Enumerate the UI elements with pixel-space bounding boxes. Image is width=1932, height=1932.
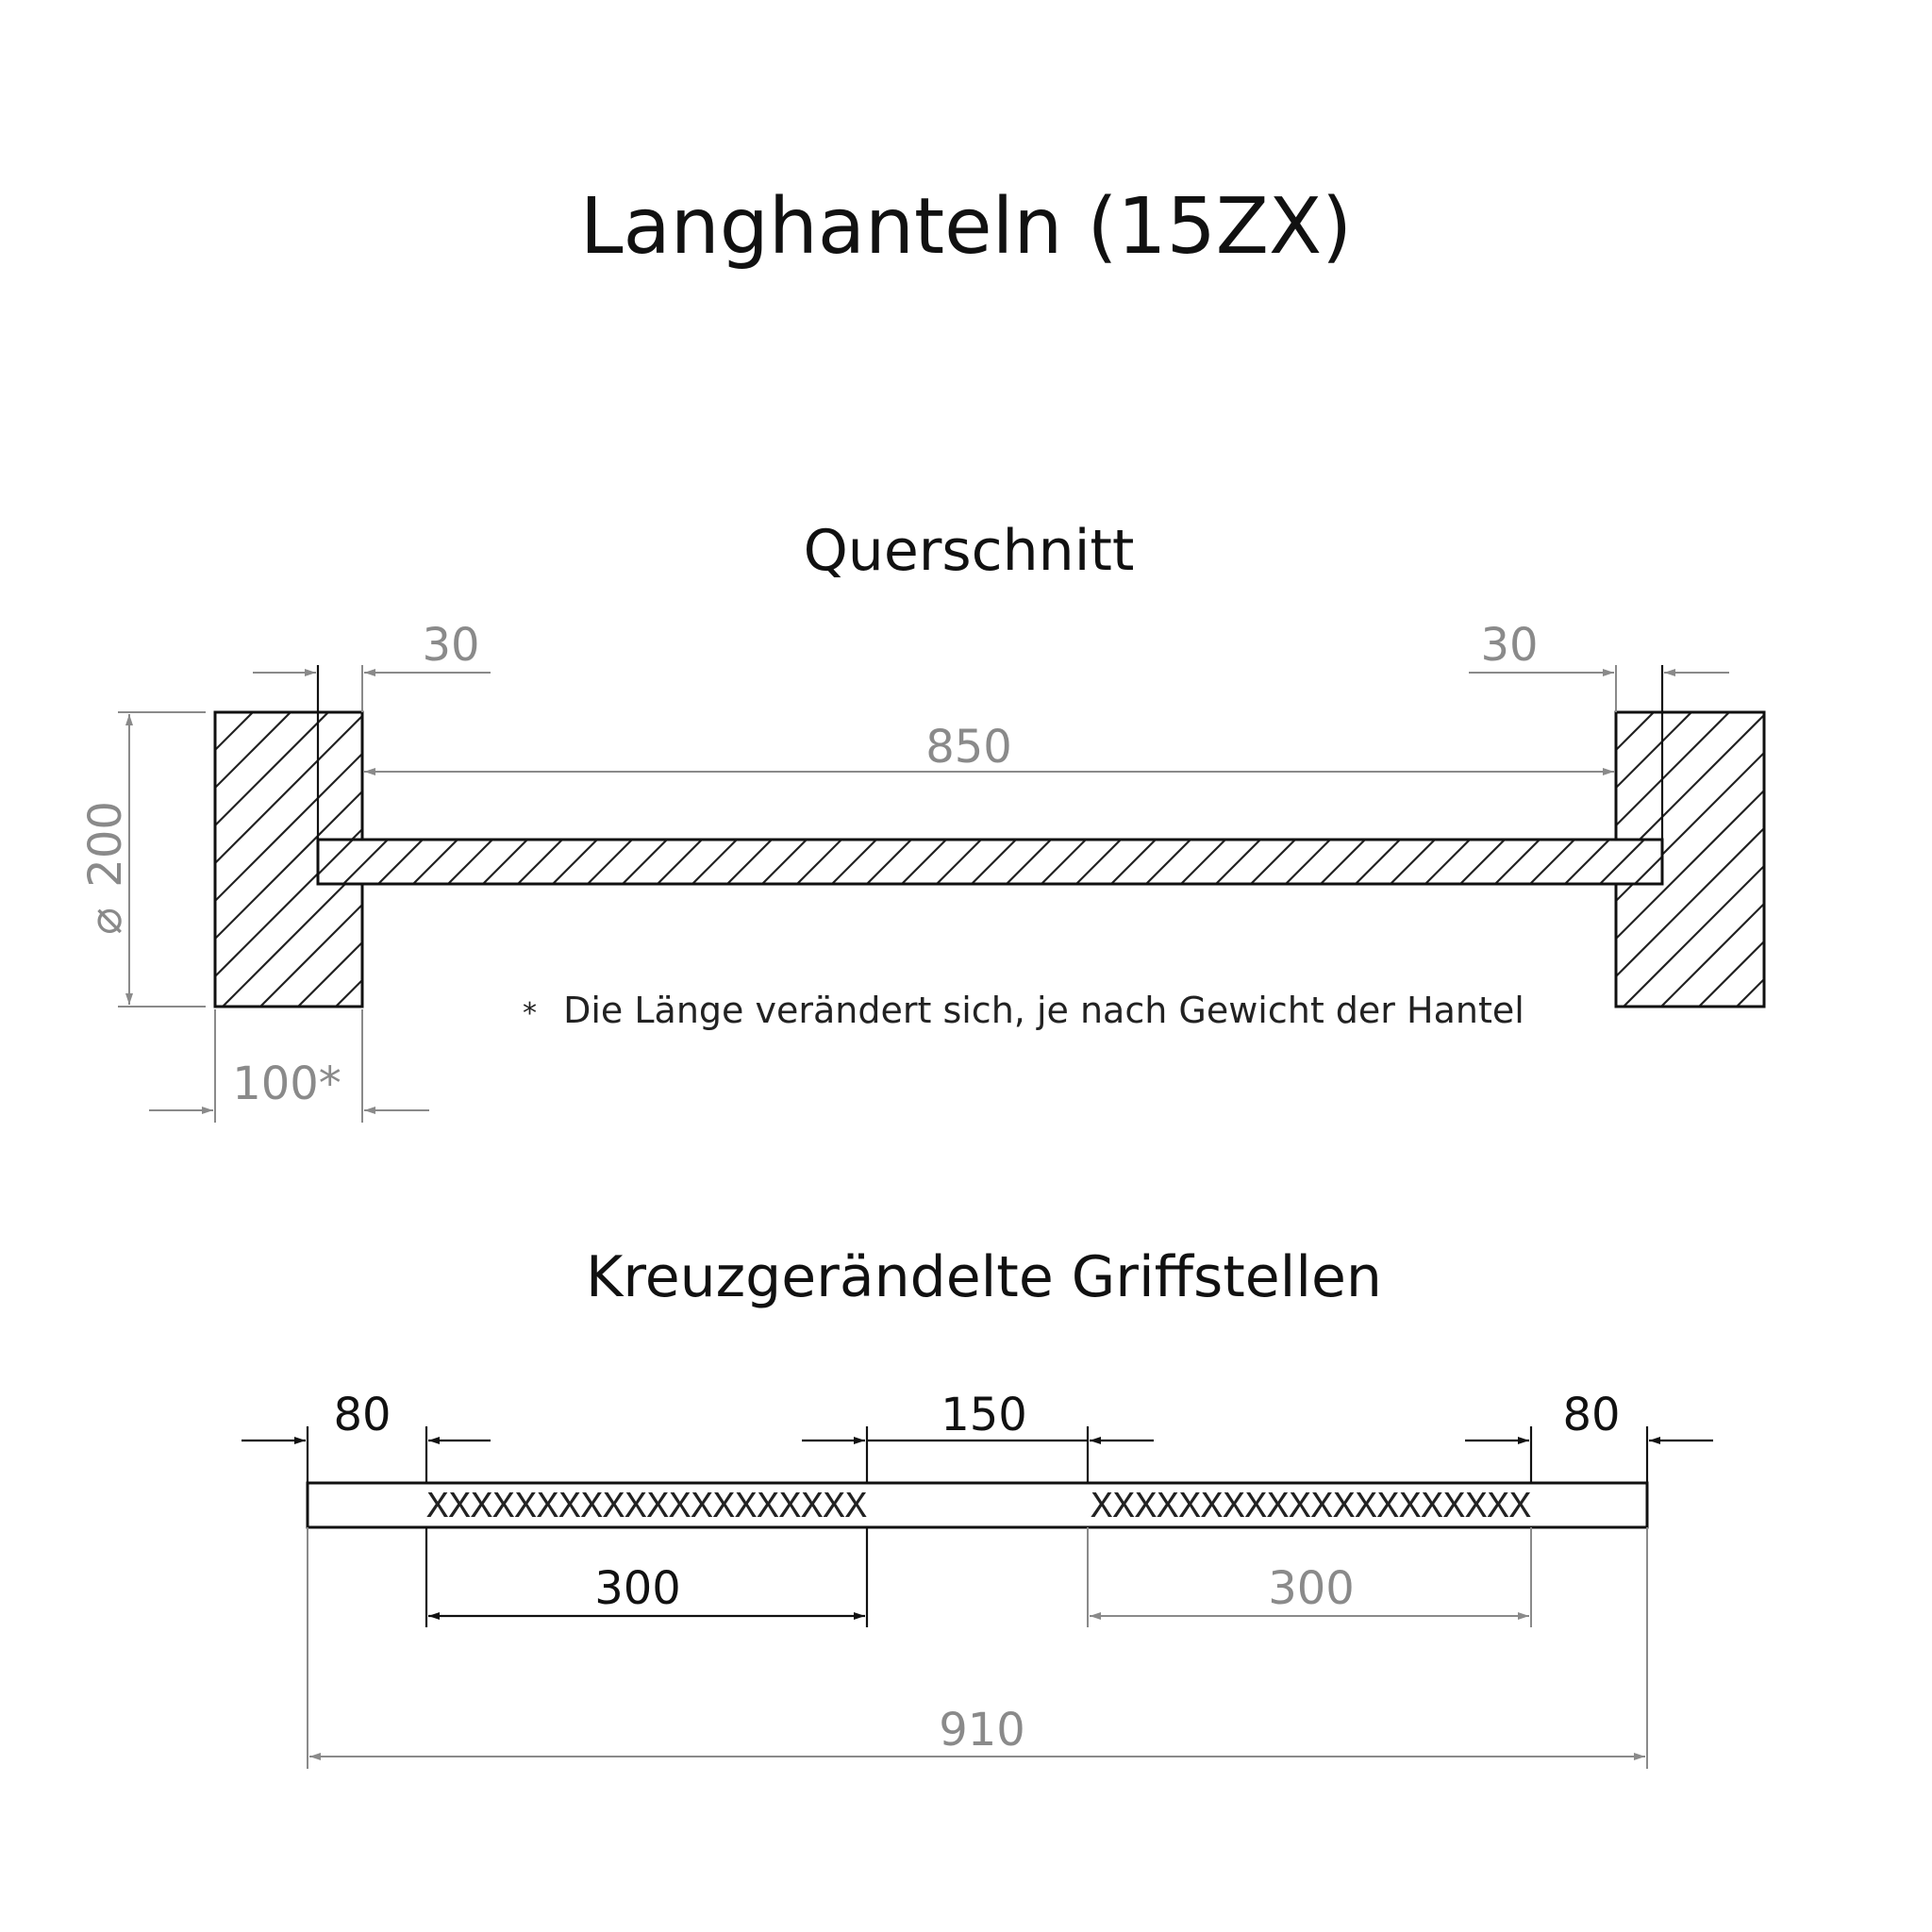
hatch-line [482, 840, 528, 884]
knurl-zone-right: XXXXXXXXXXXXXXXXXXXX [1091, 1487, 1531, 1525]
hatch-line [1180, 840, 1226, 884]
hatch-line [1494, 840, 1541, 884]
dim-80-left: 80 [242, 1389, 491, 1444]
hatch-line [1616, 789, 1764, 941]
dim-80-right: 80 [1465, 1389, 1713, 1444]
bar-shaft [316, 838, 1749, 886]
hatch-line [447, 840, 493, 884]
hatch-line [1736, 977, 1764, 1007]
dim-850: 850 [364, 721, 1614, 775]
dim-100-label: 100* [232, 1058, 341, 1110]
dim-30-right: 30 [1469, 619, 1729, 676]
hatch-line [726, 840, 773, 884]
hatch-line [552, 840, 598, 884]
knurling-heading: Kreuzgerändelte Griffstellen [586, 1244, 1382, 1310]
dim-100-plate: 100* [149, 1009, 429, 1123]
hatch-line [1888, 712, 1932, 1007]
page-title: Langhanteln (15ZX) [580, 182, 1352, 272]
hatch-line [1616, 712, 1692, 790]
hatch-line [587, 840, 633, 884]
diameter-icon: ⌀ [79, 908, 132, 935]
hatch-line [831, 840, 877, 884]
knurled-bar [306, 1481, 1649, 1529]
dim-300-left: 300 [428, 1562, 865, 1620]
hatch-line [1529, 840, 1575, 884]
hatch-line [657, 840, 703, 884]
hatch-line [517, 840, 563, 884]
hatch-line [1616, 712, 1730, 827]
hatch-line [622, 840, 668, 884]
hatch-line [1925, 712, 1932, 1007]
hatch-line [1812, 712, 1932, 1007]
hatch-line [1285, 840, 1331, 884]
hatch-line [412, 840, 458, 884]
hatch-line [1041, 840, 1087, 884]
dim-30-left: 30 [253, 619, 491, 676]
dim-150-label: 150 [941, 1389, 1027, 1441]
dim-910-label: 910 [939, 1704, 1025, 1757]
hatch-line [1616, 826, 1764, 978]
hatch-line [1564, 840, 1610, 884]
hatch-line [377, 840, 424, 884]
hatch-line [297, 941, 362, 1007]
hatch-line [1459, 840, 1506, 884]
hatch-line [1145, 840, 1191, 884]
hatch-line [1599, 840, 1645, 884]
knurl-zone-left: XXXXXXXXXXXXXXXXXXXX [426, 1487, 867, 1525]
svg-text:⌀ 200: ⌀ 200 [79, 801, 132, 935]
hatch-line [1110, 840, 1157, 884]
hatch-line [318, 840, 319, 841]
dim-80-left-label: 80 [333, 1389, 391, 1441]
dim-diameter-label: 200 [79, 801, 132, 888]
hatch-line [866, 840, 912, 884]
hatch-line [318, 840, 354, 876]
hatch-line [215, 790, 362, 941]
dim-150: 150 [802, 1389, 1154, 1444]
dim-910: 910 [309, 1704, 1645, 1760]
hatch-line [1215, 840, 1261, 884]
knurling-view: Kreuzgerändelte Griffstellen XXXXXXXXXXX… [242, 1244, 1713, 1769]
dim-300-right-label: 300 [1268, 1562, 1355, 1615]
hatch-line [1850, 712, 1932, 1007]
hatch-line [1250, 840, 1296, 884]
footnote-text: Die Länge verändert sich, je nach Gewich… [563, 990, 1524, 1031]
hatch-line [936, 840, 982, 884]
hatch-line [215, 752, 362, 903]
footnote-marker: * [523, 997, 537, 1030]
hatch-line [971, 840, 1017, 884]
hatch-line [215, 712, 329, 827]
hatch-line [259, 903, 362, 1007]
hatch-line [901, 840, 947, 884]
dim-30-left-label: 30 [422, 619, 479, 672]
dim-850-label: 850 [925, 721, 1012, 774]
hatch-line [1390, 840, 1436, 884]
hatch-line [1424, 840, 1471, 884]
hatch-line [1774, 712, 1932, 1007]
cross-section-view: Querschnitt 30 [79, 518, 1932, 1123]
hatch-line [1705, 840, 1749, 884]
hatch-line [1320, 840, 1366, 884]
hatch-line [1075, 840, 1122, 884]
dim-300-left-label: 300 [594, 1562, 681, 1615]
dim-30-right-label: 30 [1480, 619, 1538, 672]
dim-diameter-200: ⌀ 200 [79, 711, 206, 1008]
dim-80-right-label: 80 [1562, 1389, 1620, 1441]
hatch-line [1006, 840, 1052, 884]
hatch-line [1355, 840, 1401, 884]
hatch-line [691, 840, 738, 884]
hatch-line [1623, 864, 1764, 1007]
cross-section-heading: Querschnitt [804, 518, 1135, 584]
hatch-line [1698, 940, 1764, 1007]
dim-300-right: 300 [1090, 1562, 1529, 1620]
length-footnote: * Die Länge verändert sich, je nach Gewi… [523, 990, 1524, 1031]
hatch-line [342, 840, 389, 884]
hatch-line [761, 840, 808, 884]
hatch-line [796, 840, 842, 884]
hatch-line [1660, 902, 1764, 1007]
hatch-line [1634, 855, 1662, 884]
hatch-line [222, 865, 362, 1007]
hatch-line [215, 712, 291, 790]
